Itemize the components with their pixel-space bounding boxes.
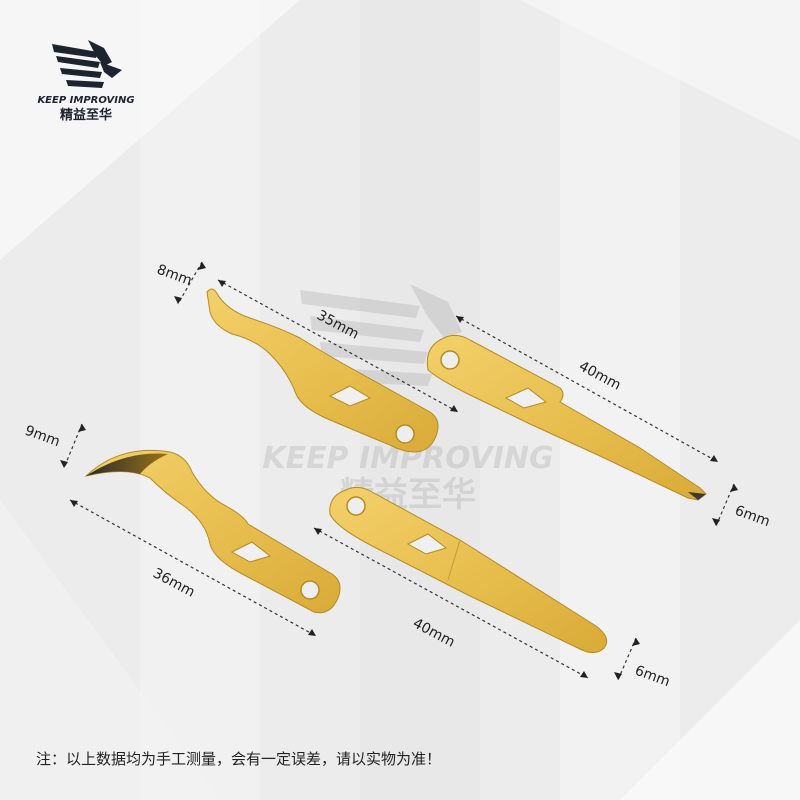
blade-hole [440,350,460,370]
measurement-disclaimer: 注：以上数据均为手工测量，会有一定误差，请以实物为准！ [36,750,442,768]
blade-slot [406,533,448,555]
blade-tip-edge [688,492,706,500]
dim-line-35mm [217,279,459,413]
blade-cutting-edge [86,453,168,476]
blade-body [329,486,608,654]
blade-hole [346,496,366,516]
straight-blade-40mm-top [426,334,707,501]
blade-slot [328,385,372,407]
logo-text-cn: 精益至华 [60,107,112,123]
blade-bevel-line [447,539,461,581]
eagle-logo-icon [52,40,122,88]
logo-text-en: KEEP IMPROVING [37,95,134,106]
straight-blade-40mm-bottom [329,486,608,654]
blade-slot [230,541,272,563]
blade-slot [504,387,548,409]
dim-line-40mm-top [455,315,719,463]
brand-logo: KEEP IMPROVING 精益至华 [37,40,135,123]
dim-line-36mm [69,499,317,637]
blade-hole [395,424,415,444]
dim-line-8mm [177,261,203,305]
dim-line-40mm-bottom [313,527,589,679]
hook-blade-8mm [206,288,439,453]
curved-blade-9mm [84,449,341,614]
blade-hole [300,580,320,600]
dimension-arrows [60,262,738,680]
blade-body [206,288,439,453]
blade-body [84,449,341,614]
